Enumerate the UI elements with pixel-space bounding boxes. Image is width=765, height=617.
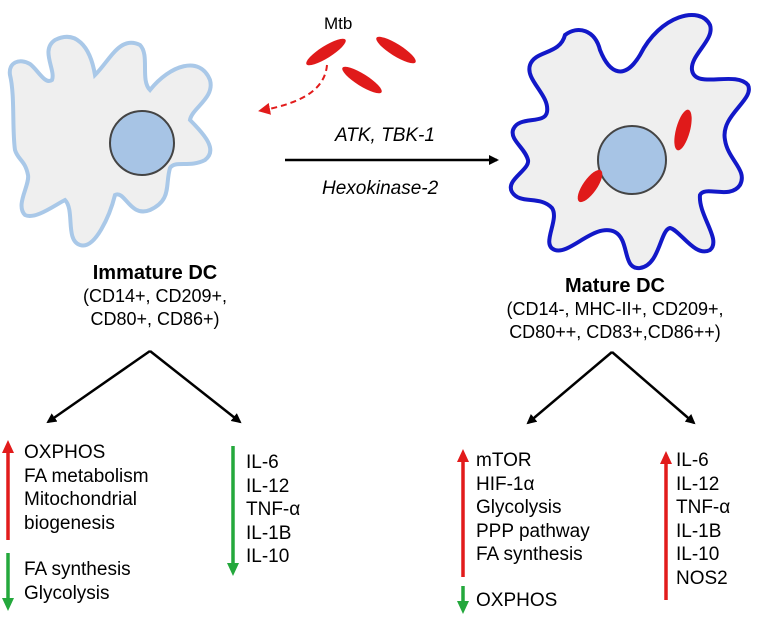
immature-cytokines-down-list: IL-6 IL-12 TNF-α IL-1B IL-10 <box>246 451 300 569</box>
list-item: IL-1B <box>246 522 292 544</box>
red-up-arrow-icon <box>2 440 14 540</box>
immature-dc-label-block: Immature DC (CD14+, CD209+, CD80+, CD86+… <box>40 262 270 331</box>
list-item: PPP pathway <box>476 520 590 542</box>
green-down-arrow-icon <box>2 553 14 611</box>
immature-dc-title: Immature DC <box>92 262 218 284</box>
list-item: biogenesis <box>24 512 115 534</box>
immature-branch-arrow-right <box>149 350 242 424</box>
red-up-arrow-icon <box>660 451 672 600</box>
list-item: IL-12 <box>676 473 720 495</box>
list-item: TNF-α <box>246 499 301 520</box>
transition-label-top: ATK, TBK-1 <box>335 125 435 146</box>
transition-label-bottom: Hexokinase-2 <box>322 178 439 199</box>
mature-metabolism-down-list: OXPHOS <box>476 589 557 613</box>
green-down-arrow-icon <box>227 446 239 576</box>
mature-dc-title: Mature DC <box>564 275 665 297</box>
mtb-bacterium-2 <box>376 36 416 64</box>
mtb-label: Mtb <box>324 14 353 33</box>
list-item: FA metabolism <box>24 465 149 487</box>
mtb-bacterium-1 <box>306 38 346 66</box>
immature-branch-arrow-left <box>46 349 151 424</box>
list-item: IL-12 <box>246 475 290 497</box>
list-item: OXPHOS <box>476 590 558 611</box>
mature-cytokines-up-list: IL-6 IL-12 TNF-α IL-1B IL-10 NOS2 <box>676 449 730 590</box>
mature-branch-arrow-left <box>526 351 613 425</box>
list-item: IL-6 <box>246 452 279 473</box>
immature-metabolism-up-list: OXPHOS FA metabolism Mitochondrial bioge… <box>24 441 149 535</box>
red-up-arrow-icon <box>457 449 469 577</box>
list-item: NOS2 <box>676 567 728 589</box>
list-item: IL-6 <box>676 450 709 471</box>
list-item: IL-10 <box>246 546 290 567</box>
infection-dashed-arrow <box>258 64 328 115</box>
immature-dc-cell <box>7 34 213 248</box>
list-item: TNF-α <box>676 497 731 518</box>
list-item: mTOR <box>476 450 532 471</box>
mature-dc-bacterium-1 <box>674 109 692 151</box>
mature-dc-cell <box>508 13 751 270</box>
list-item: HIF-1α <box>476 473 535 495</box>
immature-dc-nucleus <box>109 110 175 176</box>
green-down-arrow-icon <box>457 586 469 614</box>
mature-branch-arrow-right <box>611 351 696 425</box>
immature-dc-markers-line2: CD80+, CD86+) <box>90 309 220 329</box>
mature-dc-markers-line1: (CD14-, MHC-II+, CD209+, <box>506 299 724 319</box>
list-item: FA synthesis <box>476 544 583 565</box>
mature-dc-markers-line2: CD80++, CD83+,CD86++) <box>509 322 721 342</box>
list-item: Glycolysis <box>476 497 562 518</box>
list-item: OXPHOS <box>24 442 106 463</box>
list-item: Mitochondrial <box>24 489 137 510</box>
list-item: IL-10 <box>676 544 720 565</box>
mtb-bacterium-3 <box>342 66 382 94</box>
mature-metabolism-up-list: mTOR HIF-1α Glycolysis PPP pathway FA sy… <box>476 449 590 567</box>
immature-dc-markers-line1: (CD14+, CD209+, <box>82 286 228 306</box>
mature-dc-nucleus <box>597 125 667 195</box>
mtb-bacteria <box>306 36 416 94</box>
list-item: FA synthesis <box>24 559 131 580</box>
immature-metabolism-down-list: FA synthesis Glycolysis <box>24 558 131 605</box>
list-item: Glycolysis <box>24 582 110 604</box>
mature-dc-bacterium-2 <box>577 169 603 203</box>
mature-dc-label-block: Mature DC (CD14-, MHC-II+, CD209+, CD80+… <box>470 275 760 344</box>
list-item: IL-1B <box>676 520 722 542</box>
